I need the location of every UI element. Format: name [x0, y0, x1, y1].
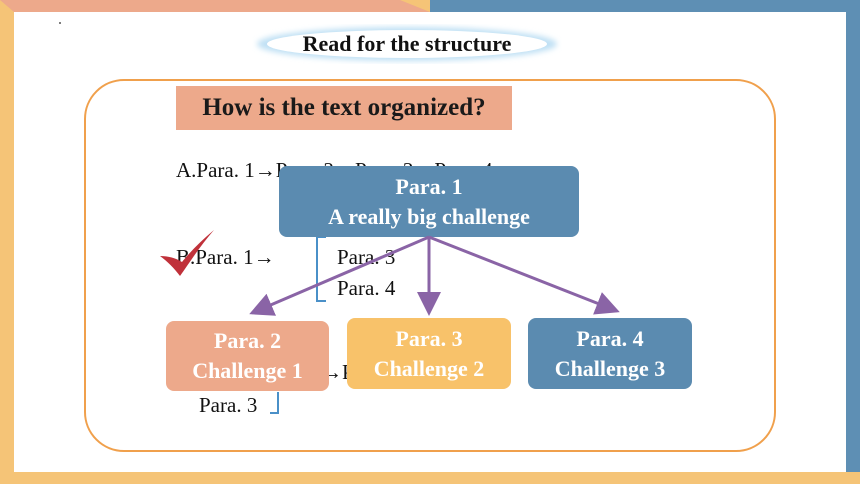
option-c-bracket — [270, 392, 279, 414]
slide-title: Read for the structure — [302, 31, 512, 56]
option-b-line2: Para. 4 — [337, 276, 396, 300]
para3-box: Para. 3 Challenge 2 — [347, 318, 511, 389]
option-b-bracket — [316, 236, 326, 302]
para4-subtitle: Challenge 3 — [554, 355, 666, 381]
para4-box: Para. 4 Challenge 3 — [528, 318, 692, 389]
para4-title: Para. 4 — [576, 325, 644, 351]
content-outline — [84, 79, 776, 452]
question-label: How is the text organized? — [176, 86, 512, 130]
option-c-line2: Para. 3 — [199, 393, 258, 417]
stray-dot — [59, 22, 61, 24]
check-mark-icon — [160, 230, 214, 276]
arrow-to-para4 — [428, 235, 620, 315]
cloud-shape — [257, 27, 557, 61]
para3-title: Para. 3 — [395, 325, 463, 351]
para2-box: Para. 2 Challenge 1 — [166, 321, 329, 391]
para1-title: Para. 1 — [395, 173, 463, 199]
title-banner: Read for the structure — [252, 24, 562, 64]
arrow-to-para2 — [249, 235, 430, 316]
para2-title: Para. 2 — [213, 328, 282, 353]
para3-subtitle: Challenge 2 — [373, 355, 485, 381]
para2-subtitle: Challenge 1 — [192, 358, 303, 383]
para1-subtitle: A really big challenge — [328, 203, 530, 229]
para1-box: Para. 1 A really big challenge — [279, 166, 579, 237]
